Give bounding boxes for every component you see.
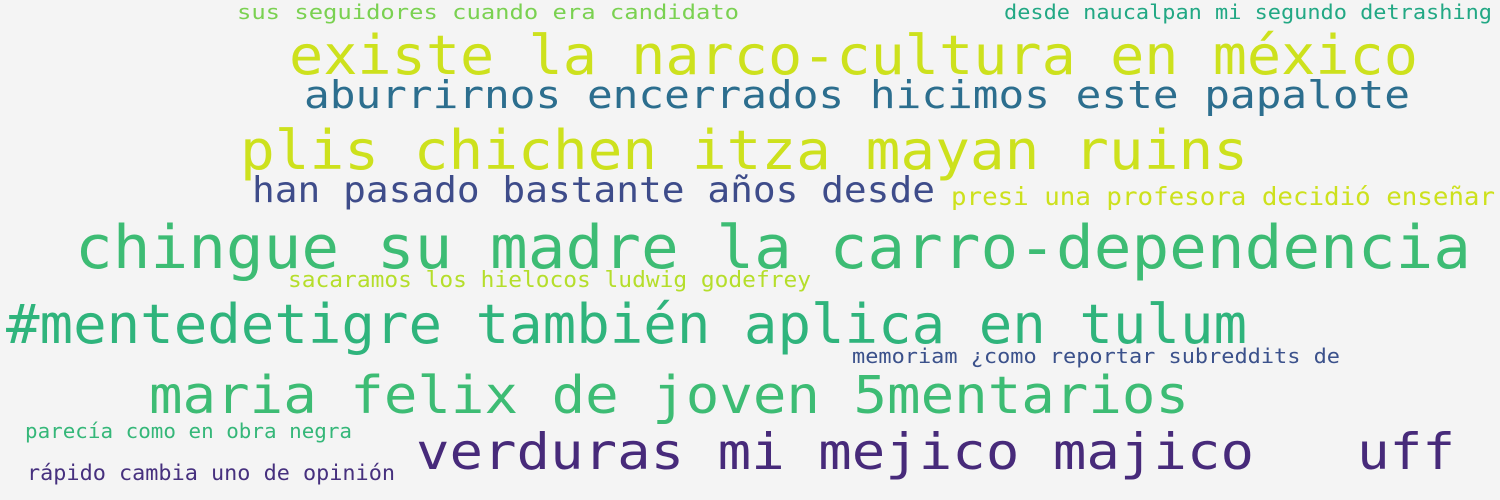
word-chingue-carro-dependencia: chingue su madre la carro-dependencia (75, 213, 1472, 283)
word-obra-negra: parecía como en obra negra (25, 419, 353, 443)
word-maria-felix: maria felix de joven 5mentarios (149, 366, 1190, 426)
word-sacaramos-hielocos: sacaramos los hielocos ludwig godefrey (288, 268, 812, 293)
word-aburrirnos-encerrados: aburrirnos encerrados hicimos este papal… (304, 73, 1411, 117)
word-presi-profesora: presi una profesora decidió enseñar (951, 182, 1496, 211)
word-mentedetigre-tulum: #mentedetigre también aplica en tulum (6, 293, 1248, 356)
word-rapido-cambia-opinion: rápido cambia uno de opinión (27, 461, 395, 485)
word-verduras-mejico-majico: verduras mi mejico majico (416, 423, 1254, 481)
word-plis-chichen-itza: plis chichen itza mayan ruins (240, 119, 1248, 182)
word-memoriam-subreddits: memoriam ¿como reportar subreddits de (852, 344, 1340, 368)
word-han-pasado-bastante: han pasado bastante años desde (252, 170, 935, 211)
word-existe-narco-cultura: existe la narco-cultura en méxico (289, 24, 1418, 87)
word-desde-naucalpan: desde naucalpan mi segundo detrashing (1004, 0, 1492, 24)
word-uff: uff (1357, 423, 1455, 481)
word-sus-seguidores: sus seguidores cuando era candidato (237, 0, 740, 24)
